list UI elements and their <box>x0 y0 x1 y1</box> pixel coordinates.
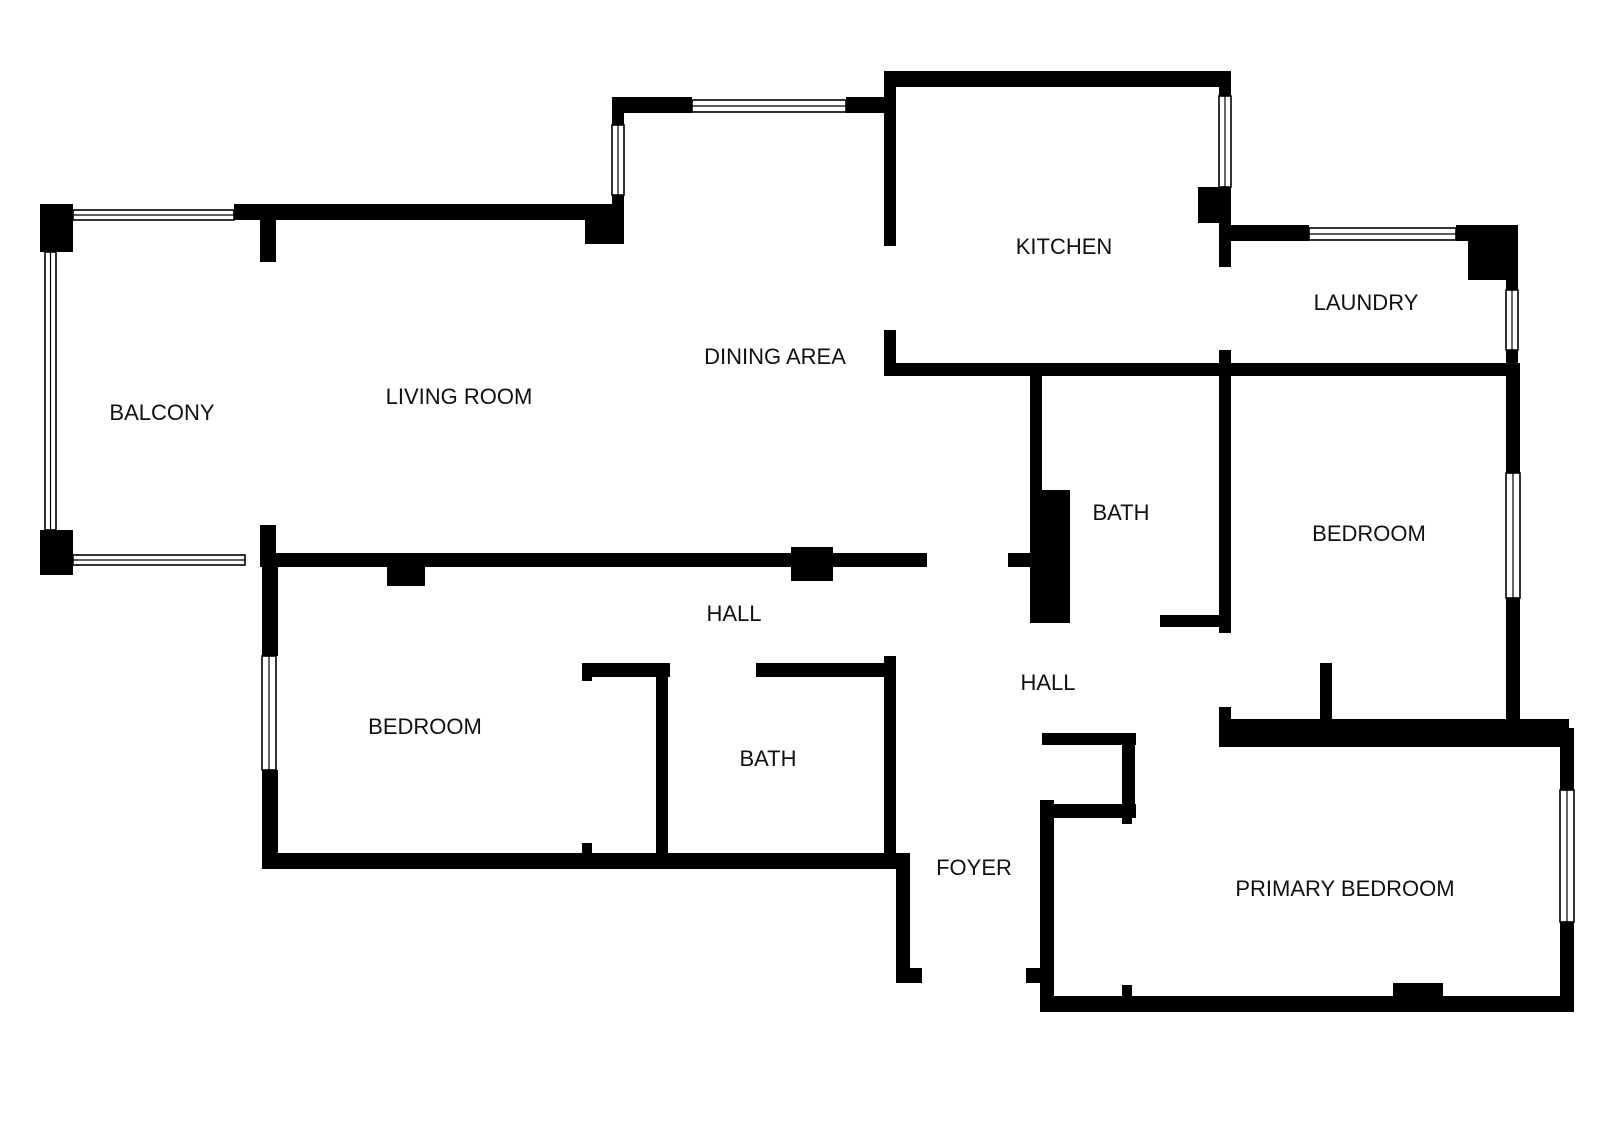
room-label-hall-center: HALL <box>1020 670 1075 695</box>
room-labels: BALCONY LIVING ROOM DINING AREA KITCHEN … <box>109 234 1454 901</box>
closet-divider-stub <box>1320 663 1332 671</box>
window-kitchen-right <box>1218 95 1232 188</box>
primary-bottom-bump <box>1393 983 1443 998</box>
bath-upper-bottom-wall <box>1160 615 1231 627</box>
kitchen-right-wall-upper <box>1219 71 1231 96</box>
bedroom-left-closet-stub <box>582 663 592 681</box>
living-top-wall <box>234 204 624 220</box>
room-label-primary-bedroom: PRIMARY BEDROOM <box>1235 876 1454 901</box>
window-bedroom-left <box>261 655 277 771</box>
laundry-top-wall-left <box>1219 225 1309 241</box>
kitchen-top-wall <box>884 71 1229 87</box>
window-balcony-left <box>44 251 57 531</box>
bedroom-right-bottom-wall <box>1219 719 1569 733</box>
primary-bottom-wall <box>1040 996 1574 1012</box>
living-bottom-wall-right <box>1008 553 1042 567</box>
window-dining-top <box>691 99 847 113</box>
dining-left-wall-lower <box>612 195 624 210</box>
dining-top-wall-left <box>612 97 692 113</box>
window-primary-right <box>1559 789 1575 923</box>
bath-lower-right-wall <box>884 656 896 866</box>
bedroom-left-top-wall <box>582 663 670 677</box>
window-dining-left <box>611 124 625 196</box>
kitchen-bottom-wall <box>884 363 1517 376</box>
primary-top-wall <box>1219 733 1574 747</box>
window-bedroom-right <box>1505 472 1521 599</box>
dining-top-wall-right <box>846 97 896 113</box>
hall-pillar-left <box>387 553 425 586</box>
room-label-laundry: LAUNDRY <box>1314 290 1419 315</box>
bedroom-right-outer-wall-lower <box>1506 598 1520 728</box>
foyer-left-door-stub <box>896 968 922 983</box>
laundry-right-wall-upper <box>1506 225 1518 290</box>
balcony-corner-top <box>40 204 73 252</box>
living-bottom-wall-left <box>262 553 927 567</box>
bedroom-right-outer-wall-upper <box>1506 363 1520 473</box>
bedroom-left-outer-wall-lower <box>262 770 278 868</box>
bedroom-left-outer-wall-upper <box>262 553 278 656</box>
room-label-bedroom-right: BEDROOM <box>1312 521 1426 546</box>
room-label-bath-upper: BATH <box>1092 500 1149 525</box>
room-label-kitchen: KITCHEN <box>1016 234 1113 259</box>
room-label-living-room: LIVING ROOM <box>386 384 533 409</box>
room-label-dining-area: DINING AREA <box>704 344 846 369</box>
bedroom-right-left-wall <box>1219 363 1231 633</box>
walls <box>40 71 1574 1012</box>
bedroom-left-closet-stub-bottom <box>582 843 592 857</box>
room-label-bedroom-left: BEDROOM <box>368 714 482 739</box>
room-label-balcony: BALCONY <box>109 400 214 425</box>
bath-lower-left-wall <box>656 663 668 858</box>
living-top-pillar <box>585 204 624 244</box>
room-label-foyer: FOYER <box>936 855 1012 880</box>
foyer-left-wall <box>896 853 910 983</box>
balcony-corner-bottom <box>40 530 73 575</box>
window-balcony-bottom <box>72 554 246 566</box>
room-label-hall-upper: HALL <box>706 601 761 626</box>
living-top-wall-stub <box>260 204 276 262</box>
bedroom-left-bottom-wall <box>262 853 897 869</box>
hall-pillar-right <box>791 547 833 581</box>
hall-closet-right-wall <box>1122 733 1135 818</box>
window-laundry-top <box>1308 227 1457 241</box>
primary-right-wall-upper <box>1560 728 1574 790</box>
hall-closet-bottom-wall <box>1042 804 1136 818</box>
windows <box>44 95 1575 923</box>
closet-divider-wall <box>1320 663 1332 731</box>
hall-closet-top-wall <box>1042 733 1136 745</box>
kitchen-left-wall-upper <box>884 71 896 246</box>
bath-lower-top-wall <box>756 663 896 677</box>
window-balcony-top <box>72 209 235 221</box>
primary-right-wall-lower <box>1560 922 1574 1012</box>
primary-closet-divider-bottom <box>1122 985 1132 1005</box>
room-label-bath-lower: BATH <box>739 746 796 771</box>
foyer-right-wall <box>1040 800 1054 1010</box>
primary-closet-divider <box>1122 804 1132 824</box>
window-laundry-right <box>1505 289 1519 351</box>
